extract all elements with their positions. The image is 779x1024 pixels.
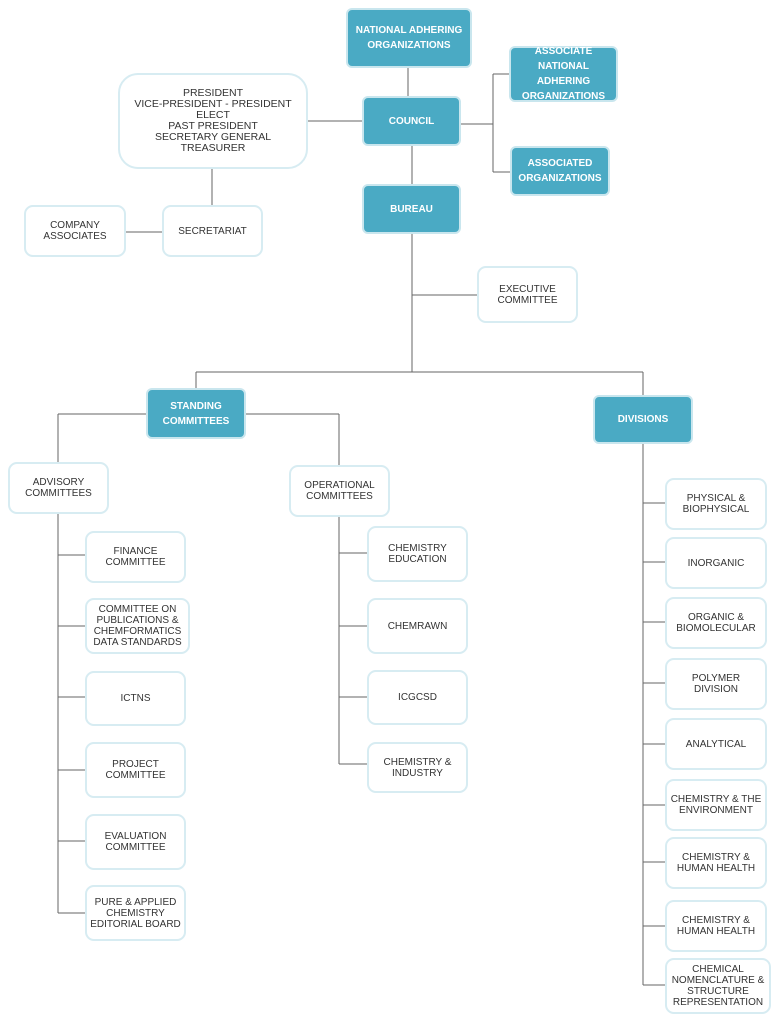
- node-chemistry-education: CHEMISTRY EDUCATION: [367, 526, 468, 582]
- node-divisions: DIVISIONS: [593, 395, 693, 444]
- node-ictns: ICTNS: [85, 671, 186, 726]
- node-associate-national-adhering-organizations: ASSOCIATE NATIONAL ADHERING ORGANIZATION…: [509, 46, 618, 102]
- node-bureau: BUREAU: [362, 184, 461, 234]
- node-standing-committees: STANDING COMMITTEES: [146, 388, 246, 439]
- node-analytical: ANALYTICAL: [665, 718, 767, 770]
- node-chemistry-human-health-2: CHEMISTRY & HUMAN HEALTH: [665, 900, 767, 952]
- node-icgcsd: ICGCSD: [367, 670, 468, 725]
- node-executive-committee: EXECUTIVE COMMITTEE: [477, 266, 578, 323]
- node-operational-committees: OPERATIONAL COMMITTEES: [289, 465, 390, 517]
- node-national-adhering-organizations: NATIONAL ADHERING ORGANIZATIONS: [346, 8, 472, 68]
- node-chemistry-industry: CHEMISTRY & INDUSTRY: [367, 742, 468, 793]
- node-evaluation-committee: EVALUATION COMMITTEE: [85, 814, 186, 870]
- node-inorganic: INORGANIC: [665, 537, 767, 589]
- node-pure-applied-chemistry: PURE & APPLIED CHEMISTRY EDITORIAL BOARD: [85, 885, 186, 941]
- node-chemrawn: CHEMRAWN: [367, 598, 468, 654]
- node-chemical-nomenclature: CHEMICAL NOMENCLATURE & STRUCTURE REPRES…: [665, 958, 771, 1014]
- node-associated-organizations: ASSOCIATED ORGANIZATIONS: [510, 146, 610, 196]
- node-project-committee: PROJECT COMMITTEE: [85, 742, 186, 798]
- node-chemistry-environment: CHEMISTRY & THE ENVIRONMENT: [665, 779, 767, 831]
- node-company-associates: COMPANY ASSOCIATES: [24, 205, 126, 257]
- node-advisory-committees: ADVISORY COMMITTEES: [8, 462, 109, 514]
- node-physical-biophysical: PHYSICAL & BIOPHYSICAL: [665, 478, 767, 530]
- node-polymer-division: POLYMER DIVISION: [665, 658, 767, 710]
- node-officers: PRESIDENT VICE-PRESIDENT - PRESIDENT ELE…: [118, 73, 308, 169]
- node-finance-committee: FINANCE COMMITTEE: [85, 531, 186, 583]
- node-chemistry-human-health-1: CHEMISTRY & HUMAN HEALTH: [665, 837, 767, 889]
- node-publications-committee: COMMITTEE ON PUBLICATIONS & CHEMFORMATIC…: [85, 598, 190, 654]
- node-secretariat: SECRETARIAT: [162, 205, 263, 257]
- node-organic-biomolecular: ORGANIC & BIOMOLECULAR: [665, 597, 767, 649]
- node-council: COUNCIL: [362, 96, 461, 146]
